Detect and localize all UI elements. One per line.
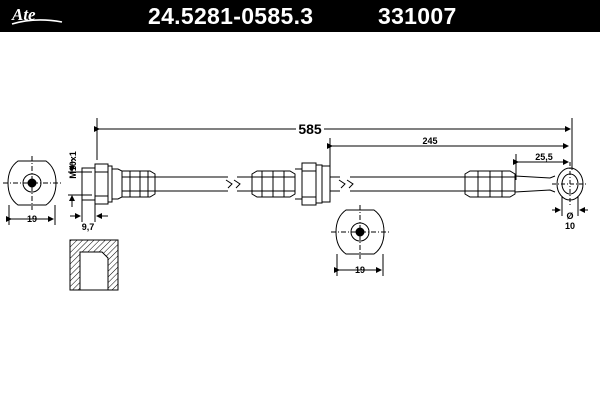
nut-length-label: 9,7 xyxy=(82,222,95,232)
nut-section-view xyxy=(69,239,119,291)
thread-dimension xyxy=(68,160,92,207)
left-fitting-end-view xyxy=(3,156,61,225)
center-fitting-end-view xyxy=(331,205,389,276)
overall-length-label: 585 xyxy=(298,121,322,137)
left-fitting-width-label: 19 xyxy=(27,214,37,224)
title-bar: Ate 24.5281-0585.3 331007 xyxy=(0,0,600,32)
eye-bore-symbol: Ø xyxy=(566,211,573,221)
reference-number: 331007 xyxy=(378,3,457,29)
hose-assembly xyxy=(81,162,588,206)
nut-length-dimension xyxy=(70,200,108,222)
partial-length-label: 245 xyxy=(422,136,437,146)
eye-bore-label: 10 xyxy=(565,221,575,231)
partial-length-dimension xyxy=(327,138,569,172)
part-number: 24.5281-0585.3 xyxy=(148,3,314,29)
ate-logo-text: Ate xyxy=(11,5,36,24)
eye-bore-dimension xyxy=(552,196,588,216)
overall-length-dimension xyxy=(94,118,573,170)
eye-offset-label: 25,5 xyxy=(535,152,553,162)
thread-label: M10x1 xyxy=(68,151,78,179)
center-fitting-width-label: 19 xyxy=(355,265,365,275)
ate-logo: Ate xyxy=(11,5,63,25)
